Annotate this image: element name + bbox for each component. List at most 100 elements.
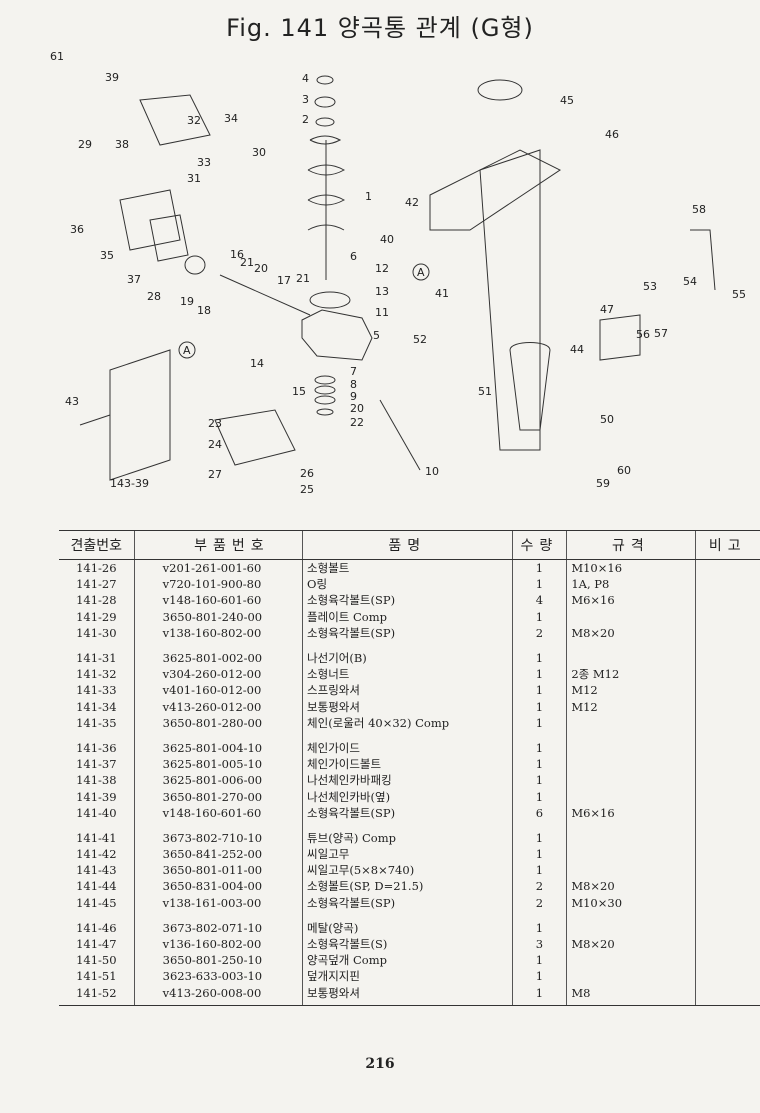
cell-name: 보통평와셔 xyxy=(302,984,513,1006)
callout-label: 16 xyxy=(230,248,244,261)
col-header-ref: 견출번호 xyxy=(59,530,135,560)
callout-label: 54 xyxy=(683,275,697,288)
cell-spec: M6×16 xyxy=(566,804,696,821)
cell-note xyxy=(694,878,760,895)
svg-text:A: A xyxy=(417,266,425,279)
cell-name: 나선체인카바패킹 xyxy=(302,772,513,789)
col-header-qty: 수량 xyxy=(511,530,567,560)
cell-name: 덮개지지핀 xyxy=(302,968,513,985)
callout-label: 21 xyxy=(296,272,310,285)
cell-name: 씨일고무(5×8×740) xyxy=(302,862,513,879)
cell-part-no: 3673-802-071-10 xyxy=(133,910,303,936)
callout-label: 14 xyxy=(250,357,264,370)
cell-spec xyxy=(566,788,696,805)
col-header-part-no: 부품번호 xyxy=(133,530,303,560)
cell-ref: 141-44 xyxy=(76,879,117,894)
callout-labels: 1234567891011121314151617181920202121222… xyxy=(50,50,746,496)
cell-name: 소형육각볼트(SP) xyxy=(302,894,513,911)
cell-part-no: 3625-801-004-10 xyxy=(133,730,303,757)
cell-name: 소형육각볼트(SP) xyxy=(302,592,513,609)
cell-note xyxy=(694,788,760,805)
cell-ref: 141-32 xyxy=(76,667,117,682)
cell-spec: M10×16 xyxy=(566,559,696,577)
cell-ref: 141-46 xyxy=(76,920,117,935)
cell-part-no: 3673-802-710-10 xyxy=(133,820,303,846)
cell-qty: 1 xyxy=(511,820,567,846)
cell-spec xyxy=(566,772,696,789)
cell-note xyxy=(694,576,760,593)
cell-ref: 141-42 xyxy=(76,847,117,862)
cell-name: 나선체인카바(옆) xyxy=(302,788,513,805)
cell-spec xyxy=(566,910,696,936)
cell-qty: 1 xyxy=(511,952,567,969)
callout-label: 40 xyxy=(380,233,394,246)
callout-label: 56 xyxy=(636,328,650,341)
cell-qty: 1 xyxy=(511,910,567,936)
callout-label: 61 xyxy=(50,50,64,63)
cell-ref: 141-29 xyxy=(76,609,117,624)
callout-label: 59 xyxy=(596,477,610,490)
callout-label: 37 xyxy=(127,273,141,286)
callout-label: 28 xyxy=(147,290,161,303)
cell-part-no: 3650-801-280-00 xyxy=(133,714,303,731)
cell-qty: 1 xyxy=(511,714,567,731)
cell-qty: 3 xyxy=(511,935,567,953)
cell-note xyxy=(694,820,760,846)
cell-qty: 1 xyxy=(511,666,567,683)
cell-part-no: v413-260-008-00 xyxy=(133,984,303,1006)
cell-qty: 4 xyxy=(511,592,567,609)
callout-label: 22 xyxy=(350,416,364,429)
callout-label: 43 xyxy=(65,395,79,408)
callout-label: 1 xyxy=(365,190,372,203)
cell-qty: 1 xyxy=(511,756,567,773)
cell-ref: 141-36 xyxy=(76,740,117,755)
callout-label: 32 xyxy=(187,114,201,127)
cell-qty: 1 xyxy=(511,984,567,1006)
cell-part-no: 3625-801-006-00 xyxy=(133,772,303,789)
col-header-note: 비고 xyxy=(694,530,760,560)
callout-label: 11 xyxy=(375,306,389,319)
callout-label: 17 xyxy=(277,274,291,287)
callout-label: 36 xyxy=(70,223,84,236)
cell-spec: M12 xyxy=(566,698,696,715)
cell-note xyxy=(694,984,760,1006)
cell-qty: 1 xyxy=(511,730,567,757)
cell-part-no: v304-260-012-00 xyxy=(133,666,303,683)
cell-name: 튜브(양곡) Comp xyxy=(302,820,513,846)
callout-label: 47 xyxy=(600,303,614,316)
cell-qty: 1 xyxy=(511,640,567,667)
cell-name: 소형육각볼트(SP) xyxy=(302,624,513,641)
cell-ref: 141-50 xyxy=(76,953,117,968)
inset-label: 143-39 xyxy=(110,477,149,490)
callout-label: 18 xyxy=(197,304,211,317)
cell-spec xyxy=(566,608,696,625)
callout-label: 39 xyxy=(105,71,119,84)
cell-part-no: v720-101-900-80 xyxy=(133,576,303,593)
callout-label: 7 xyxy=(350,365,357,378)
callout-label: 21 xyxy=(240,256,254,269)
cell-name: 소형볼트(SP, D=21.5) xyxy=(302,878,513,895)
callout-label: 34 xyxy=(224,112,238,125)
callout-label: 6 xyxy=(350,250,357,263)
callout-label: 45 xyxy=(560,94,574,107)
callout-label: 10 xyxy=(425,465,439,478)
cell-note xyxy=(694,640,760,667)
callout-label: 31 xyxy=(187,172,201,185)
cell-name: 메탈(양곡) xyxy=(302,910,513,936)
col-header-spec: 규격 xyxy=(566,530,696,560)
callout-label: 57 xyxy=(654,327,668,340)
callout-label: 9 xyxy=(350,390,357,403)
